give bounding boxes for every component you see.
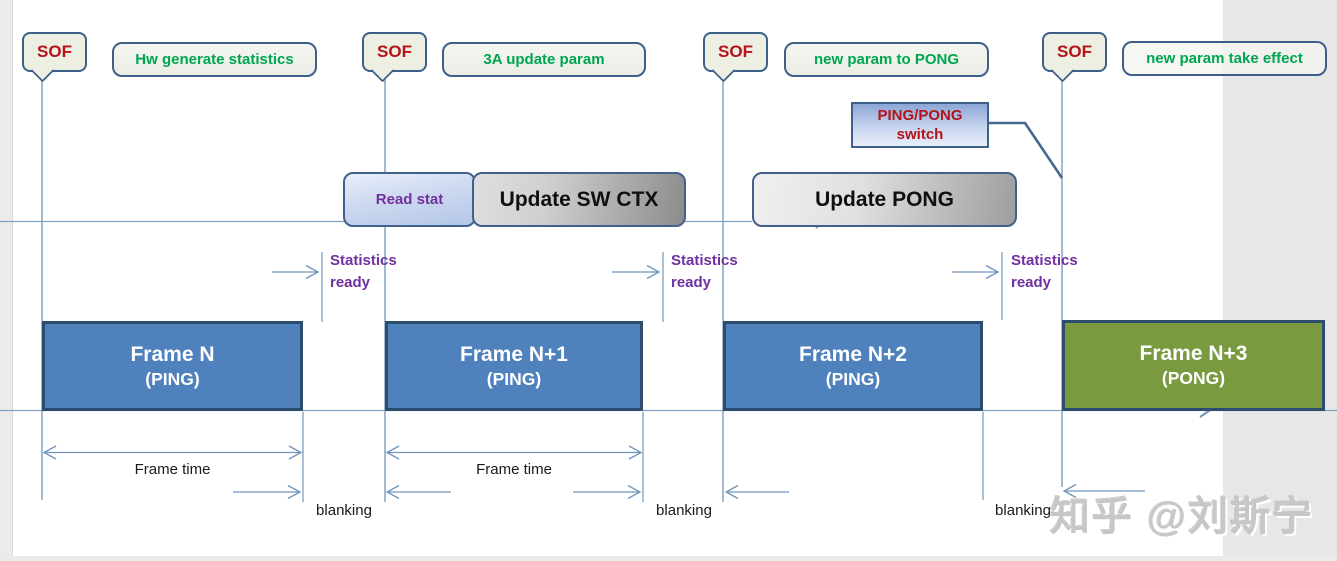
task-label: Read stat (375, 191, 444, 208)
frame-title: Frame N (130, 342, 215, 366)
statistics-ready-line2: ready (330, 274, 371, 291)
frame-time-label-2: Frame time (476, 461, 552, 478)
frame-subtitle: (PING) (825, 368, 881, 389)
task-update-pong: Update PONG (752, 172, 1017, 227)
page-bottom-gutter (0, 556, 1337, 561)
frame-time-label-1: Frame time (134, 461, 211, 478)
sof-label: SOF (377, 42, 412, 61)
event-label-3a-update-param: 3A update param (442, 42, 646, 77)
frame-box-n3: Frame N+3 (PONG) (1062, 320, 1325, 411)
frame-title: Frame N+2 (799, 342, 907, 366)
statistics-ready-label-1: Statistics ready (330, 250, 397, 294)
task-update-sw-ctx: Update SW CTX (472, 172, 686, 227)
switch-connector-line (985, 121, 1064, 179)
statistics-ready-label-3: Statistics ready (1011, 250, 1078, 294)
blanking-arrows (233, 483, 1145, 500)
sof-label: SOF (1057, 42, 1092, 61)
event-label-text: 3A update param (483, 51, 605, 68)
task-read-stat: Read stat (343, 172, 476, 227)
sof-vertical-lines (41, 73, 1063, 502)
sof-label: SOF (718, 42, 753, 61)
page-right-gutter (1223, 0, 1337, 561)
statistics-ready-line1: Statistics (671, 252, 738, 269)
statistics-ready-arrows (272, 264, 1000, 280)
frame-title: Frame N+1 (460, 342, 568, 366)
statistics-ready-line2: ready (1011, 274, 1052, 291)
event-label-text: new param to PONG (813, 51, 960, 68)
blanking-label-3: blanking (995, 502, 1051, 519)
task-label: Update SW CTX (499, 187, 659, 211)
frame-subtitle: (PONG) (1161, 368, 1226, 388)
sof-marker-2: SOF (362, 32, 427, 83)
switch-label-line1: PING/PONG (877, 107, 963, 124)
frame-subtitle: (PING) (486, 368, 542, 389)
frame-subtitle: (PING) (145, 368, 200, 389)
event-label-new-param-to-pong: new param to PONG (784, 42, 989, 77)
task-label: Update PONG (815, 187, 954, 211)
event-label-hw-generate-statistics: Hw generate statistics (112, 42, 317, 77)
event-label-text: new param take effect (1146, 50, 1303, 67)
tick-lines (302, 252, 1003, 502)
ping-pong-switch-callout: PING/PONG switch (851, 102, 989, 148)
statistics-ready-line1: Statistics (1011, 252, 1078, 269)
sof-marker-4: SOF (1042, 32, 1107, 83)
blanking-label-1: blanking (316, 502, 372, 519)
sof-label: SOF (37, 42, 72, 61)
statistics-ready-line1: Statistics (330, 252, 397, 269)
sof-marker-1: SOF (22, 32, 87, 83)
blanking-label-2: blanking (656, 502, 712, 519)
event-label-text: Hw generate statistics (135, 51, 294, 68)
frame-title: Frame N+3 (1139, 342, 1248, 365)
sof-marker-3: SOF (703, 32, 768, 83)
frame-time-arrows (42, 445, 643, 460)
frame-box-n: Frame N (PING) (42, 321, 303, 411)
statistics-ready-line2: ready (671, 274, 712, 291)
frame-box-n2: Frame N+2 (PING) (723, 321, 983, 411)
page-left-gutter (0, 0, 13, 561)
switch-label-line2: switch (896, 126, 944, 143)
statistics-ready-label-2: Statistics ready (671, 250, 738, 294)
event-label-new-param-take-effect: new param take effect (1122, 41, 1327, 76)
zhihu-watermark: 知乎 @刘斯宁 (1050, 495, 1315, 539)
frame-box-n1: Frame N+1 (PING) (385, 321, 643, 411)
